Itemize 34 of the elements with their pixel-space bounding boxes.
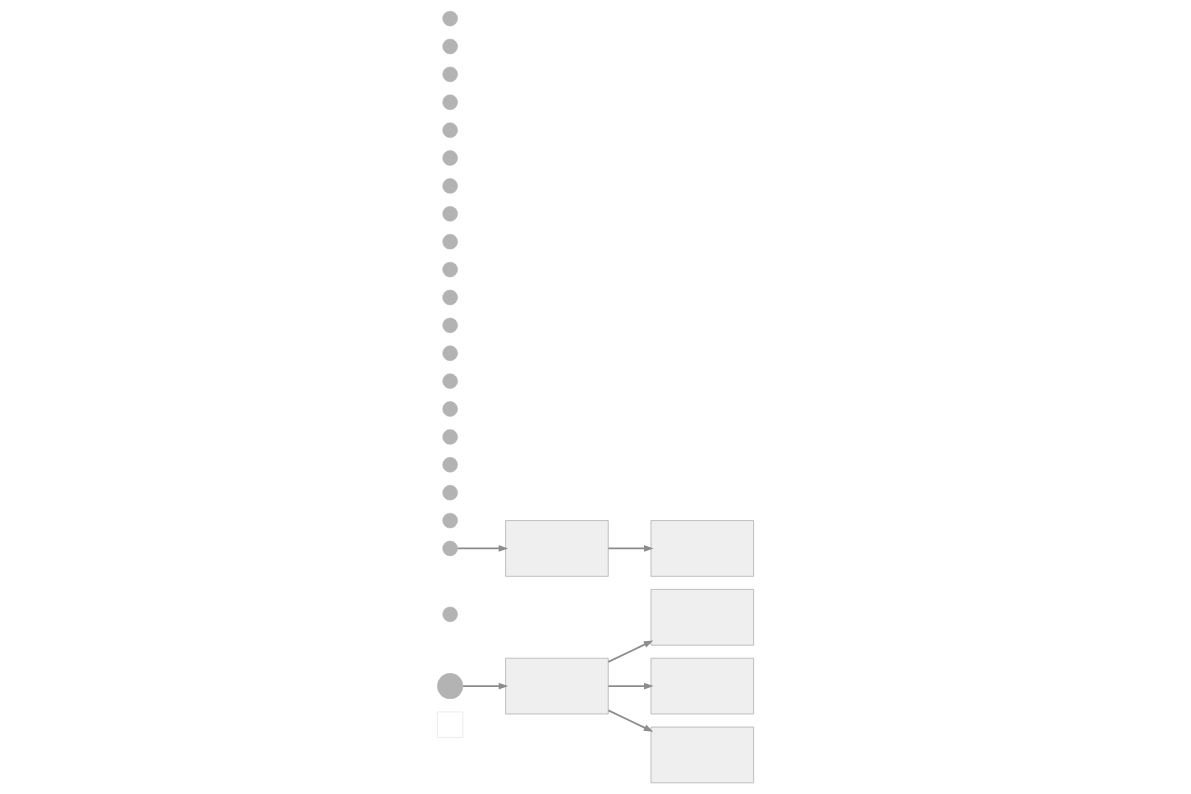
node-circle: [442, 261, 458, 278]
node-circle: [442, 233, 458, 250]
node-circle: [442, 429, 458, 445]
arrow: [607, 682, 654, 690]
node-box: [650, 520, 754, 577]
arrow: [607, 640, 654, 663]
node-circle: [442, 94, 458, 110]
node-circle: [442, 178, 458, 194]
node-circle: [442, 606, 458, 623]
node-circle: [442, 38, 458, 55]
arrow: [456, 545, 509, 552]
node-circle: [442, 540, 458, 557]
node-circle: [442, 10, 458, 27]
arrow: [607, 545, 654, 552]
node-box: [650, 657, 754, 715]
node-circle: [442, 373, 458, 389]
node-circle: [442, 122, 458, 138]
node-circle: [442, 317, 458, 334]
node-circle: [442, 401, 458, 417]
node-box: [650, 726, 754, 784]
node-circle: [437, 673, 464, 700]
node-circle: [442, 512, 458, 529]
node-circle: [442, 150, 458, 166]
node-box: [505, 520, 609, 577]
node-circle: [442, 206, 458, 222]
arrow: [462, 682, 509, 690]
node-circle: [442, 289, 458, 306]
node-circle: [442, 345, 458, 361]
node-circle: [442, 66, 458, 83]
node-circle: [442, 484, 458, 501]
node-circle: [442, 457, 458, 473]
node-box: [505, 657, 609, 715]
arrow: [607, 709, 654, 732]
node-box: [650, 589, 754, 646]
